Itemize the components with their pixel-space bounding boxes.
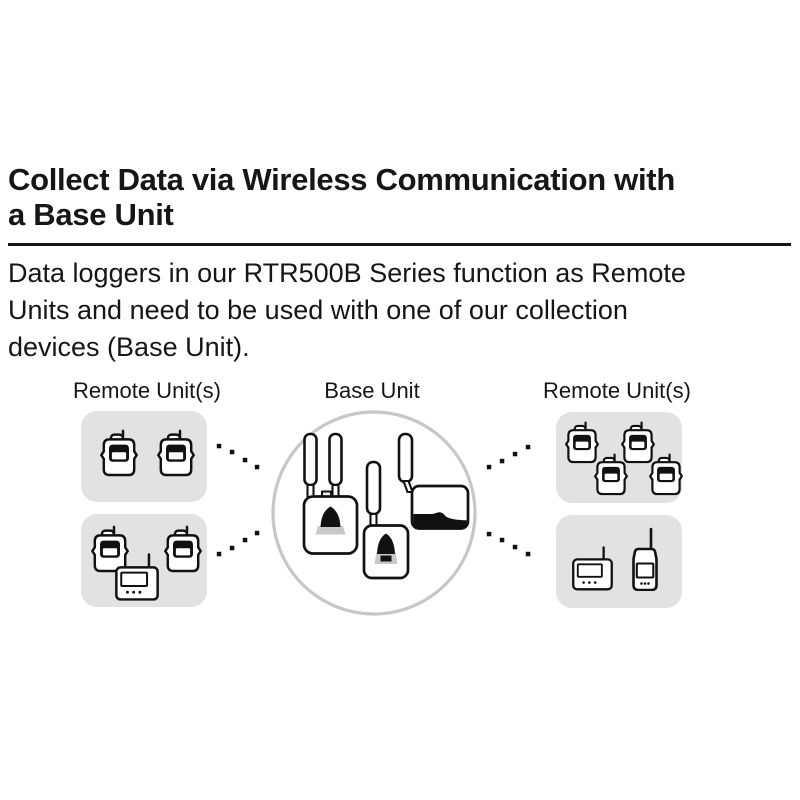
- page-title-line-1: Collect Data via Wireless Communication …: [8, 162, 675, 197]
- diagram-graphics: [81, 410, 683, 616]
- dotted-link-right-upper: [486, 444, 531, 470]
- label-base-unit: Base Unit: [324, 378, 420, 403]
- wireless-communication-diagram: Remote Unit(s) Base Unit Remote Unit(s): [0, 370, 800, 630]
- base-unit-two-antenna-icon: [302, 432, 359, 555]
- label-remote-units-right: Remote Unit(s): [543, 378, 691, 403]
- title-underline: [8, 243, 791, 246]
- intro-line-1: Data loggers in our RTR500B Series funct…: [8, 258, 686, 288]
- dotted-link-left-upper: [216, 443, 260, 470]
- intro-line-2: Units and need to be used with one of ou…: [8, 295, 628, 325]
- dotted-link-left-lower: [216, 530, 260, 557]
- dotted-link-right-lower: [486, 531, 531, 557]
- page-title: Collect Data via Wireless Communication …: [8, 162, 794, 232]
- base-unit-one-antenna-icon: [362, 460, 410, 580]
- intro-paragraph: Data loggers in our RTR500B Series funct…: [8, 255, 788, 366]
- intro-line-3: devices (Base Unit).: [8, 332, 250, 362]
- label-remote-units-left: Remote Unit(s): [73, 378, 221, 403]
- page-title-line-2: a Base Unit: [8, 197, 174, 232]
- base-unit-lan-box-icon: [397, 432, 470, 530]
